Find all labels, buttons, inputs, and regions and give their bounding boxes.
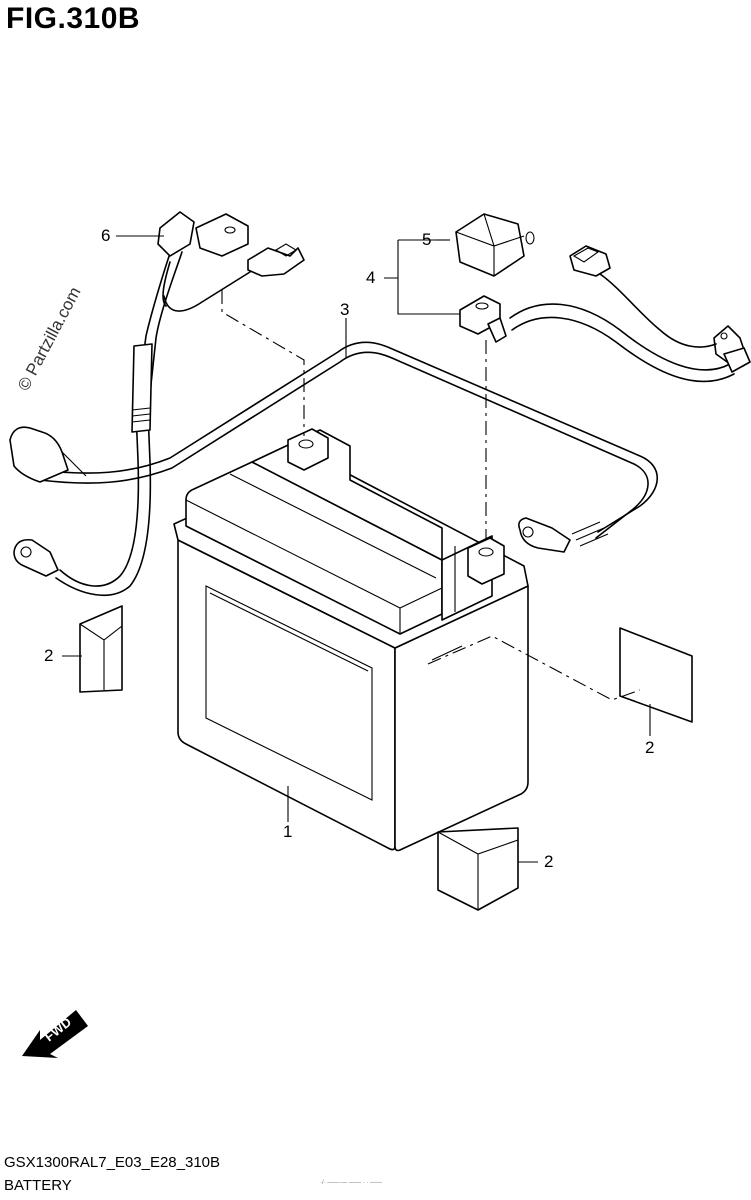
callout-2-left: 2 — [44, 646, 54, 665]
callout-1: 1 — [283, 822, 293, 841]
figure-title: FIG.310B — [6, 2, 141, 35]
callout-6: 6 — [101, 226, 111, 245]
leader-lines — [62, 235, 651, 863]
callout-2-bottom: 2 — [544, 852, 554, 871]
battery-band — [9, 341, 658, 553]
alignment-lines — [221, 290, 641, 701]
small-print: ·/· ——·— —— · · —— — [320, 1180, 382, 1186]
battery-pad-left — [79, 605, 123, 693]
battery-pad-bottom — [437, 827, 519, 911]
negative-cable — [13, 211, 305, 597]
battery-pad-right — [619, 627, 693, 723]
callout-3: 3 — [340, 300, 350, 319]
callout-2-right: 2 — [645, 738, 655, 757]
forward-arrow-icon: FWD — [22, 1010, 88, 1058]
figure-code: GSX1300RAL7_E03_E28_310B — [4, 1154, 221, 1171]
fuse-harness — [455, 213, 751, 383]
battery — [173, 428, 529, 852]
figure-name: BATTERY — [4, 1177, 72, 1194]
callout-5: 5 — [422, 230, 432, 249]
callout-4: 4 — [366, 268, 376, 287]
